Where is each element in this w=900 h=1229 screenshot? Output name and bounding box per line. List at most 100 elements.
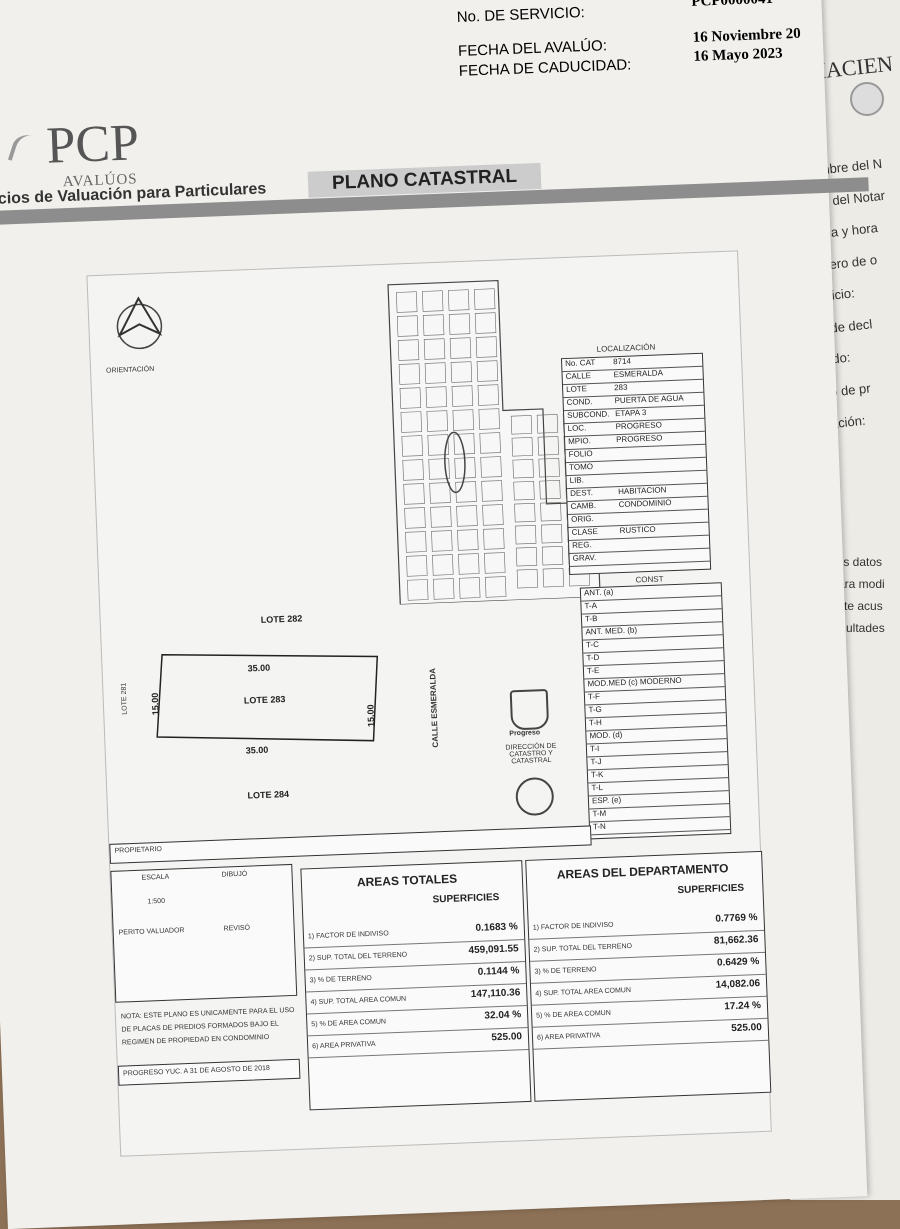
- dim-top: 35.00: [247, 663, 270, 674]
- localizacion-label: CAMB.: [570, 500, 618, 512]
- localizacion-value: PROGRESO: [616, 433, 663, 444]
- area-row-value: 147,110.36: [440, 987, 520, 1001]
- localizacion-value: PUERTA DE AGUA: [614, 394, 683, 406]
- plan-note: NOTA: ESTE PLANO ES UNICAMENTE PARA EL U…: [121, 1004, 302, 1050]
- localizacion-value: 283: [614, 383, 628, 393]
- dim-left: 15.00: [150, 693, 161, 716]
- localizacion-value: 8714: [613, 357, 631, 367]
- reviso-label: REVISÓ: [223, 925, 250, 933]
- area-row-value: 525.00: [442, 1031, 522, 1045]
- calle-label: CALLE ESMERALDA: [428, 668, 440, 748]
- areas-departamento-box: AREAS DEL DEPARTAMENTO SUPERFICIES 1) FA…: [525, 851, 771, 1102]
- localizacion-label: SUBCOND.: [567, 409, 615, 421]
- localizacion-label: LOTE: [566, 383, 614, 395]
- area-row-label: 1) FACTOR DE INDIVISO: [533, 919, 673, 931]
- service-label: No. DE SERVICIO:: [456, 4, 585, 26]
- area-row-value: 525.00: [682, 1022, 762, 1036]
- seal-icon: [515, 777, 554, 816]
- localizacion-value: HABITACION: [618, 485, 667, 496]
- const-title: CONST: [635, 574, 663, 584]
- area-row-line: [309, 1049, 529, 1058]
- area-row-label: 4) SUP. TOTAL AREA COMUN: [535, 985, 675, 997]
- areas-departamento-col: SUPERFICIES: [677, 883, 744, 897]
- areas-totales-box: AREAS TOTALES SUPERFICIES 1) FACTOR DE I…: [300, 860, 531, 1110]
- areas-totales-title: AREAS TOTALES: [357, 872, 458, 890]
- area-row-value: 32.04 %: [441, 1009, 521, 1023]
- lote-284-label: LOTE 284: [247, 789, 289, 801]
- localizacion-value: PROGRESO: [615, 420, 662, 431]
- localizacion-label: ORIG.: [571, 513, 619, 525]
- propietario-box: PROPIETARIO: [109, 825, 591, 863]
- localizacion-label: LOC.: [567, 422, 615, 434]
- mexico-seal-icon: [850, 82, 884, 116]
- area-row-value: 17.24 %: [681, 1000, 761, 1014]
- localizacion-label: CLASE: [571, 526, 619, 538]
- localizacion-label: TOMO: [569, 461, 617, 473]
- escala-box: ESCALA DIBUJÓ 1:500 PERITO VALUADOR REVI…: [110, 864, 297, 1003]
- area-row-value: 0.7769 %: [677, 912, 757, 926]
- localizacion-value: ETAPA 3: [615, 408, 647, 418]
- areas-departamento-title: AREAS DEL DEPARTAMENTO: [557, 861, 729, 882]
- footer-note: PROGRESO YUC. A 31 DE AGOSTO DE 2018: [123, 1065, 270, 1078]
- area-row-label: 2) SUP. TOTAL DEL TERRENO: [309, 951, 429, 963]
- localizacion-label: CALLE: [565, 370, 613, 382]
- localizacion-value: CONDOMINIO: [618, 498, 671, 509]
- area-row-label: 1) FACTOR DE INDIVISO: [308, 929, 428, 941]
- dim-right: 15.00: [365, 704, 376, 727]
- appraisal-date-value: 16 Noviembre 20: [692, 26, 801, 47]
- localizacion-label: GRAV.: [572, 552, 620, 564]
- area-row-value: 0.1683 %: [438, 921, 518, 935]
- dim-bottom: 35.00: [246, 745, 269, 756]
- area-row-value: 81,662.36: [678, 934, 758, 948]
- orientation-label: ORIENTACIÓN: [106, 366, 154, 375]
- area-row-value: 14,082.06: [680, 978, 760, 992]
- area-row-label: 6) AREA PRIVATIVA: [312, 1039, 432, 1051]
- expiry-date-label: FECHA DE CADUCIDAD:: [459, 56, 632, 80]
- localizacion-label: LIB.: [569, 474, 617, 486]
- localizacion-label: COND.: [566, 396, 614, 408]
- area-row-value: 459,091.55: [438, 943, 518, 957]
- perito-label: PERITO VALUADOR: [119, 927, 185, 937]
- stamp-sub: DIRECCIÓN DE CATASTRO Y CATASTRAL: [496, 742, 567, 766]
- escala-value: 1:500: [147, 898, 165, 906]
- area-row-label: 4) SUP. TOTAL AREA COMUN: [310, 995, 430, 1007]
- area-row-label: 3) % DE TERRENO: [310, 973, 430, 985]
- localizacion-value: RUSTICO: [619, 525, 655, 535]
- localizacion-label: MPIO.: [568, 435, 616, 447]
- appraisal-date-label: FECHA DEL AVALÚO:: [458, 37, 607, 60]
- area-row-label: 5) % DE AREA COMUN: [311, 1017, 431, 1029]
- area-row-value: 0.6429 %: [679, 956, 759, 970]
- footer-note-box: PROGRESO YUC. A 31 DE AGOSTO DE 2018: [118, 1059, 301, 1086]
- areas-totales-col: SUPERFICIES: [432, 892, 499, 906]
- pcp-leaf-icon: [8, 131, 50, 170]
- service-value: PCP0000041: [691, 0, 773, 11]
- localizacion-label: DEST.: [570, 487, 618, 499]
- north-arrow-icon: [108, 293, 170, 355]
- lote-281-label: LOTE 281: [121, 683, 129, 715]
- localizacion-label: FOLIO: [568, 448, 616, 460]
- area-row-label: 2) SUP. TOTAL DEL TERRENO: [534, 941, 674, 953]
- crest-icon: [510, 689, 550, 730]
- localizacion-label: No. CAT: [565, 357, 613, 369]
- area-row-label: 5) % DE AREA COMUN: [536, 1007, 676, 1019]
- localizacion-label: REG.: [572, 539, 620, 551]
- lote-282-label: LOTE 282: [261, 613, 303, 625]
- lote-283-label: LOTE 283: [244, 694, 286, 706]
- stamp-text: Progreso: [509, 729, 540, 737]
- area-row-label: 6) AREA PRIVATIVA: [537, 1029, 677, 1041]
- appraisal-document: No. DE SERVICIO: PCP0000041 FECHA DEL AV…: [0, 0, 867, 1229]
- dibujo-label: DIBUJÓ: [221, 871, 247, 879]
- area-row-label: 3) % DE TERRENO: [534, 963, 674, 975]
- localizacion-value: ESMERALDA: [613, 368, 663, 379]
- area-row-value: 0.1144 %: [439, 965, 519, 979]
- expiry-date-value: 16 Mayo 2023: [693, 45, 783, 65]
- escala-label: ESCALA: [141, 874, 169, 882]
- logo-name: PCP: [45, 113, 140, 176]
- propietario-label: PROPIETARIO: [114, 846, 162, 855]
- municipal-stamp: Progreso DIRECCIÓN DE CATASTRO Y CATASTR…: [494, 688, 569, 831]
- localizacion-title: LOCALIZACIÓN: [596, 343, 655, 354]
- area-row-line: [533, 1040, 768, 1050]
